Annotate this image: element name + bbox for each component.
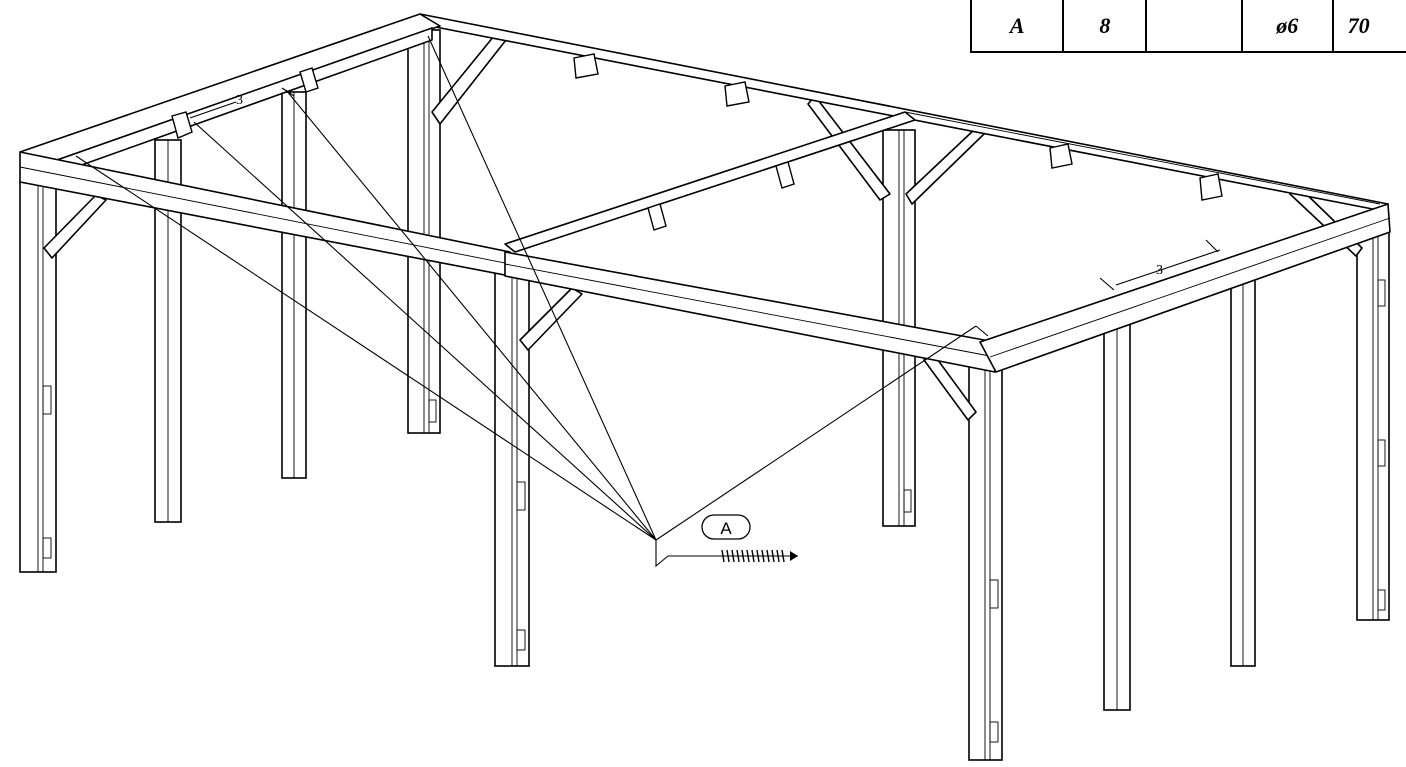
beams <box>19 13 1391 373</box>
dimension-marks: 3 3 <box>189 87 1221 291</box>
parts-table: A 8 ø6 70 <box>969 0 1406 53</box>
posts <box>19 29 1390 761</box>
beam-middle <box>504 111 916 253</box>
post-right-rear <box>1356 221 1390 621</box>
callout-bubble <box>701 514 751 540</box>
parts-table-cell-blank <box>1145 0 1243 53</box>
screw-callout: A <box>655 514 798 568</box>
callout-leaders <box>75 35 989 541</box>
post-right-mid-1 <box>1103 317 1131 711</box>
parts-table-row: A 8 ø6 70 <box>969 0 1406 53</box>
dimension-label-right: 3 <box>1156 263 1163 278</box>
callout-label: A <box>720 519 732 538</box>
parts-table-cell-diameter: ø6 <box>1240 0 1334 53</box>
post-right-mid-2 <box>1230 275 1256 667</box>
rafter-brackets <box>171 53 1223 231</box>
parts-table-cell-length: 70 <box>1331 0 1406 53</box>
beam-left-top <box>19 13 441 167</box>
beam-front-right <box>504 251 996 373</box>
beam-right-side <box>979 203 1391 373</box>
post-right-front <box>968 359 1003 761</box>
parts-table-cell-quantity: 8 <box>1062 0 1148 53</box>
dimension-label-left: 3 <box>236 93 243 108</box>
parts-table-cell-item: A <box>969 0 1065 53</box>
screw-icon <box>718 549 798 563</box>
post-middle-front <box>494 267 530 667</box>
post-left-mid-2 <box>281 91 307 479</box>
